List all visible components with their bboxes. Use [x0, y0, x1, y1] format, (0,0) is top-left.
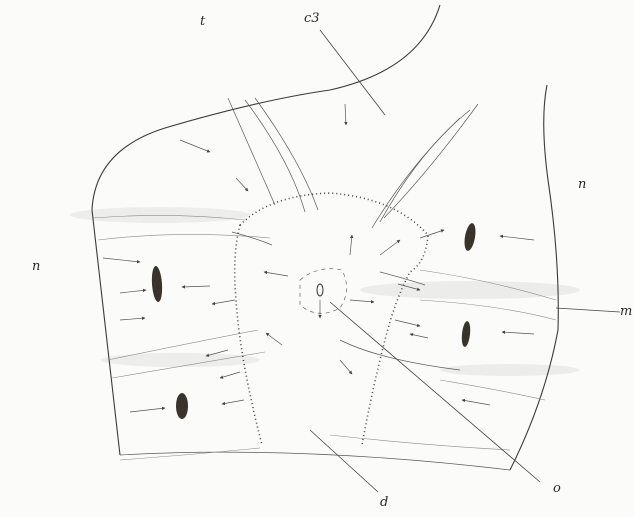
nuclei	[151, 222, 478, 419]
central-nucleolus	[317, 284, 323, 296]
label-t: t	[200, 14, 206, 29]
label-d: d	[380, 495, 388, 510]
label-m: m	[620, 304, 632, 319]
label-c3: c3	[304, 11, 320, 26]
label-leaders	[310, 30, 620, 492]
tissue-outline	[92, 5, 558, 470]
upper-fibres	[228, 98, 478, 228]
central-cavity	[235, 193, 428, 445]
label-o: o	[553, 481, 561, 496]
label-n-right: n	[578, 177, 586, 192]
fibre-bands	[93, 215, 556, 460]
background-shading	[70, 207, 580, 376]
label-n-left: n	[32, 259, 40, 274]
